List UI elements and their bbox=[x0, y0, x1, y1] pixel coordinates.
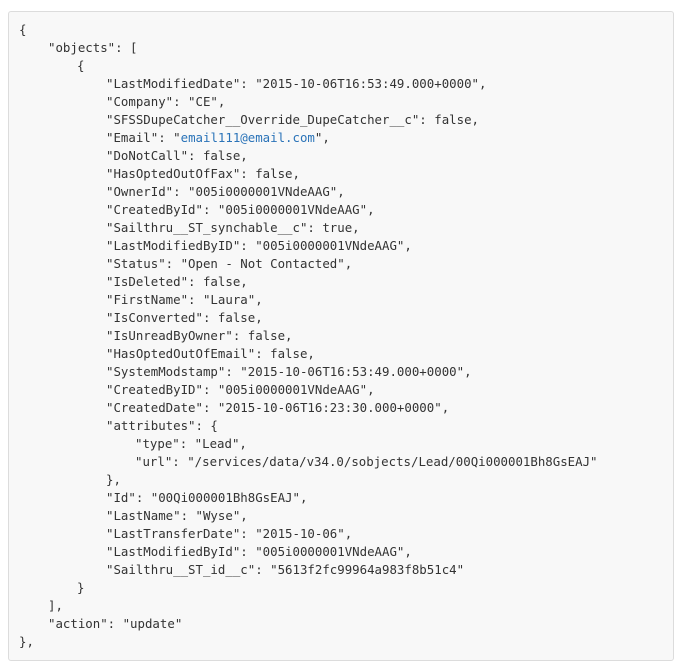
code-text: ", bbox=[314, 130, 330, 145]
code-line: { bbox=[19, 57, 663, 75]
code-line: "HasOptedOutOfFax": false, bbox=[19, 165, 663, 183]
code-text: "IsUnreadByOwner": false, bbox=[106, 328, 293, 343]
code-text: { bbox=[77, 58, 85, 73]
code-line: "FirstName": "Laura", bbox=[19, 291, 663, 309]
code-text: "CreatedByID": "005i0000001VNdeAAG", bbox=[106, 382, 375, 397]
code-text: "Id": "00Qi000001Bh8GsEAJ", bbox=[106, 490, 308, 505]
code-text: }, bbox=[19, 634, 34, 649]
code-text: ], bbox=[48, 598, 63, 613]
code-text: "FirstName": "Laura", bbox=[106, 292, 263, 307]
code-text: "Status": "Open - Not Contacted", bbox=[106, 256, 353, 271]
code-text: "action": "update" bbox=[48, 616, 183, 631]
code-line: "CreatedDate": "2015-10-06T16:23:30.000+… bbox=[19, 399, 663, 417]
code-line: "url": "/services/data/v34.0/sobjects/Le… bbox=[19, 453, 663, 471]
code-line: "attributes": { bbox=[19, 417, 663, 435]
code-text: "IsDeleted": false, bbox=[106, 274, 248, 289]
code-text: "Email": " bbox=[106, 130, 181, 145]
code-text: "DoNotCall": false, bbox=[106, 148, 248, 163]
email-link[interactable]: email111@email.com bbox=[180, 130, 315, 145]
code-text: "LastModifiedDate": "2015-10-06T16:53:49… bbox=[106, 76, 487, 91]
code-line: }, bbox=[19, 471, 663, 489]
code-line: "objects": [ bbox=[19, 39, 663, 57]
code-line: "IsUnreadByOwner": false, bbox=[19, 327, 663, 345]
code-line: "OwnerId": "005i0000001VNdeAAG", bbox=[19, 183, 663, 201]
code-line: "DoNotCall": false, bbox=[19, 147, 663, 165]
code-text: } bbox=[77, 580, 85, 595]
code-text: "LastTransferDate": "2015-10-06", bbox=[106, 526, 353, 541]
code-text: "IsConverted": false, bbox=[106, 310, 263, 325]
code-line: "Company": "CE", bbox=[19, 93, 663, 111]
code-line: "LastModifiedByID": "005i0000001VNdeAAG"… bbox=[19, 237, 663, 255]
code-line: "CreatedById": "005i0000001VNdeAAG", bbox=[19, 201, 663, 219]
code-text: "url": "/services/data/v34.0/sobjects/Le… bbox=[135, 454, 598, 469]
code-line: } bbox=[19, 579, 663, 597]
code-line: { bbox=[19, 21, 663, 39]
code-line: "CreatedByID": "005i0000001VNdeAAG", bbox=[19, 381, 663, 399]
code-text: "Company": "CE", bbox=[106, 94, 226, 109]
code-text: "OwnerId": "005i0000001VNdeAAG", bbox=[106, 184, 345, 199]
code-text: "LastModifiedById": "005i0000001VNdeAAG"… bbox=[106, 544, 412, 559]
code-text: "LastName": "Wyse", bbox=[106, 508, 248, 523]
code-line: "LastName": "Wyse", bbox=[19, 507, 663, 525]
code-line: }, bbox=[19, 633, 663, 651]
code-text: "HasOptedOutOfFax": false, bbox=[106, 166, 300, 181]
code-line: "Sailthru__ST_synchable__c": true, bbox=[19, 219, 663, 237]
code-line: "IsDeleted": false, bbox=[19, 273, 663, 291]
json-code-listing: { "objects": [ { "LastModifiedDate": "2015-… bbox=[19, 21, 663, 651]
code-line: "HasOptedOutOfEmail": false, bbox=[19, 345, 663, 363]
code-line: "SFSSDupeCatcher__Override_DupeCatcher__… bbox=[19, 111, 663, 129]
code-text: }, bbox=[106, 472, 121, 487]
code-line: "Sailthru__ST_id__c": "5613f2fc99964a983… bbox=[19, 561, 663, 579]
code-line: "Status": "Open - Not Contacted", bbox=[19, 255, 663, 273]
code-text: "attributes": { bbox=[106, 418, 218, 433]
code-line: "action": "update" bbox=[19, 615, 663, 633]
code-block: { "objects": [ { "LastModifiedDate": "2015-… bbox=[8, 11, 674, 661]
code-line: "LastModifiedById": "005i0000001VNdeAAG"… bbox=[19, 543, 663, 561]
code-line: "LastTransferDate": "2015-10-06", bbox=[19, 525, 663, 543]
code-text: "Sailthru__ST_id__c": "5613f2fc99964a983… bbox=[106, 562, 465, 577]
code-text: "CreatedDate": "2015-10-06T16:23:30.000+… bbox=[106, 400, 450, 415]
code-line: "SystemModstamp": "2015-10-06T16:53:49.0… bbox=[19, 363, 663, 381]
code-text: "Sailthru__ST_synchable__c": true, bbox=[106, 220, 360, 235]
code-text: "type": "Lead", bbox=[135, 436, 247, 451]
code-text: "CreatedById": "005i0000001VNdeAAG", bbox=[106, 202, 375, 217]
code-text: "HasOptedOutOfEmail": false, bbox=[106, 346, 315, 361]
code-text: { bbox=[19, 22, 27, 37]
code-line: ], bbox=[19, 597, 663, 615]
code-text: "objects": [ bbox=[48, 40, 138, 55]
code-text: "SystemModstamp": "2015-10-06T16:53:49.0… bbox=[106, 364, 472, 379]
code-text: "SFSSDupeCatcher__Override_DupeCatcher__… bbox=[106, 112, 479, 127]
code-line: "Id": "00Qi000001Bh8GsEAJ", bbox=[19, 489, 663, 507]
code-line: "IsConverted": false, bbox=[19, 309, 663, 327]
code-line: "LastModifiedDate": "2015-10-06T16:53:49… bbox=[19, 75, 663, 93]
code-line: "type": "Lead", bbox=[19, 435, 663, 453]
code-text: "LastModifiedByID": "005i0000001VNdeAAG"… bbox=[106, 238, 412, 253]
code-line: "Email": "email111@email.com", bbox=[19, 129, 663, 147]
